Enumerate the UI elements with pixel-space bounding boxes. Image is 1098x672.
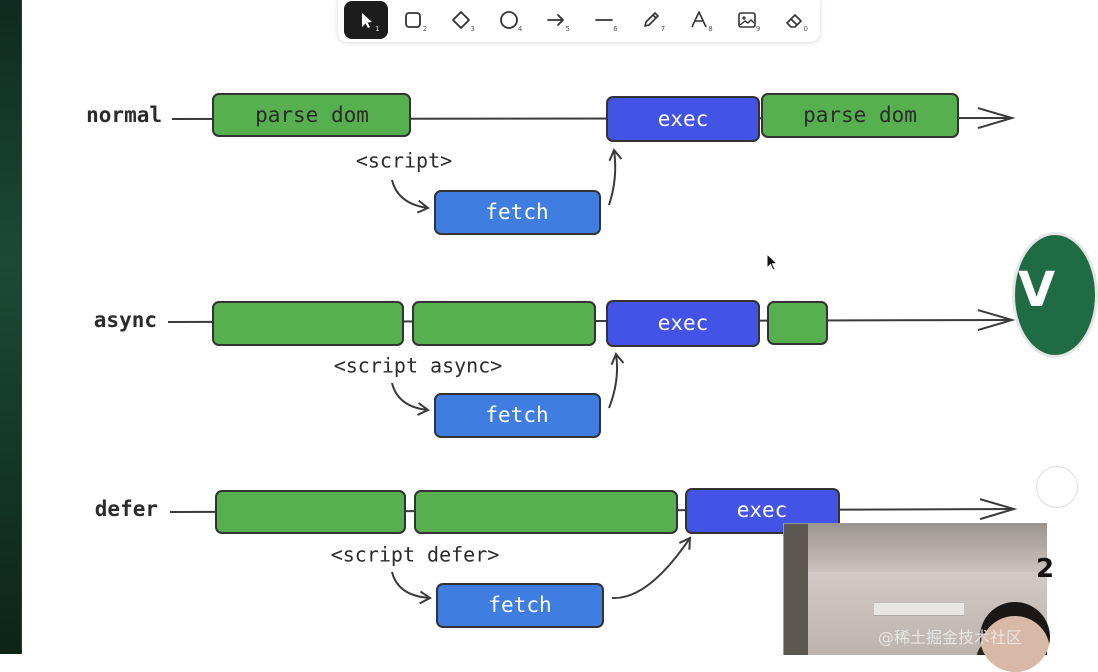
- text-icon: [691, 11, 707, 28]
- merge-arrow: [608, 148, 623, 206]
- parse-dom-segment: [215, 490, 406, 534]
- parse-dom-segment: [767, 301, 828, 345]
- parse-dom-segment: [414, 490, 678, 534]
- merge-arrow: [608, 352, 625, 409]
- fetch-label: fetch: [485, 200, 548, 224]
- tool-arrow[interactable]: 5: [534, 1, 578, 39]
- watermark: @稀土掘金技术社区: [878, 628, 1023, 647]
- parse-dom-label: parse dom: [803, 103, 917, 127]
- parse-dom-box: [761, 93, 959, 138]
- script-tag-label: <script defer>: [331, 543, 500, 567]
- parse-dom-segment: [412, 301, 596, 346]
- background-strip: [0, 0, 22, 654]
- shortcut-number: 0: [803, 25, 808, 33]
- side-button[interactable]: [1036, 466, 1078, 508]
- parse-dom-label: parse dom: [255, 103, 369, 127]
- exec-label: exec: [658, 107, 709, 131]
- webcam-shelf: [874, 602, 964, 616]
- branch-arrow: [391, 571, 432, 605]
- tool-text[interactable]: 8: [677, 1, 721, 39]
- exec-label: exec: [737, 498, 788, 522]
- fetch-box: [436, 583, 604, 628]
- drawing-toolbar: 1 2 3 4 5 6 7 8 9 0: [338, 0, 820, 42]
- shortcut-number: 1: [375, 25, 380, 33]
- script-loading-diagram: normal parse dom exec parse dom <script>…: [86, 93, 1018, 628]
- shortcut-number: 9: [755, 25, 761, 33]
- arrow-icon: [547, 14, 565, 26]
- tool-rectangle[interactable]: 2: [392, 1, 436, 39]
- pencil-icon: [644, 12, 660, 27]
- shortcut-number: 2: [422, 25, 428, 33]
- row-label-async: async: [94, 308, 157, 332]
- tool-ellipse[interactable]: 4: [487, 1, 531, 39]
- exec-label: exec: [658, 311, 709, 335]
- script-tag-label: <script async>: [334, 354, 503, 378]
- tool-diamond[interactable]: 3: [439, 1, 483, 39]
- fetch-label: fetch: [488, 593, 551, 617]
- webcam-ceiling: [784, 524, 1047, 572]
- line-icon: [594, 19, 613, 21]
- exec-box: [606, 96, 760, 142]
- rectangle-icon: [405, 12, 422, 28]
- app-badge-icon: [1012, 232, 1098, 358]
- shortcut-number: 3: [470, 25, 475, 33]
- parse-dom-box: [212, 93, 411, 137]
- webcam-corner: [784, 524, 808, 655]
- mouse-cursor-icon: [766, 252, 779, 271]
- fetch-label: fetch: [485, 403, 548, 427]
- row-label-defer: defer: [95, 497, 158, 521]
- webcam-digit: 2: [1036, 554, 1055, 584]
- exec-box: [606, 300, 760, 347]
- script-tag-label: <script>: [356, 149, 452, 173]
- shortcut-number: 5: [565, 25, 570, 33]
- ellipse-icon: [499, 11, 518, 29]
- tool-pencil[interactable]: 7: [630, 1, 674, 39]
- shortcut-number: 8: [708, 25, 713, 33]
- tool-eraser[interactable]: 0: [772, 1, 816, 39]
- fetch-box: [434, 190, 601, 235]
- parse-dom-segment: [212, 301, 404, 346]
- shortcut-number: 6: [613, 25, 618, 33]
- shortcut-number: 7: [660, 25, 666, 33]
- row-label-normal: normal: [86, 103, 162, 127]
- webcam-overlay: 2: [783, 523, 1054, 672]
- merge-arrow: [611, 536, 692, 600]
- branch-arrow: [391, 382, 430, 416]
- shortcut-number: 4: [517, 25, 523, 33]
- eraser-icon: [786, 14, 802, 28]
- tool-selection[interactable]: 1: [344, 1, 388, 39]
- app-badge-letter-icon: V: [1018, 262, 1056, 318]
- fetch-box: [434, 393, 601, 438]
- tool-image[interactable]: 9: [725, 1, 769, 39]
- selection-arrow-icon: [361, 13, 372, 28]
- image-icon: [737, 12, 756, 28]
- exec-box: [685, 488, 840, 534]
- branch-arrow: [391, 179, 430, 214]
- tool-line[interactable]: 6: [582, 1, 626, 39]
- presenter-face: [980, 602, 1050, 672]
- diamond-icon: [452, 11, 470, 29]
